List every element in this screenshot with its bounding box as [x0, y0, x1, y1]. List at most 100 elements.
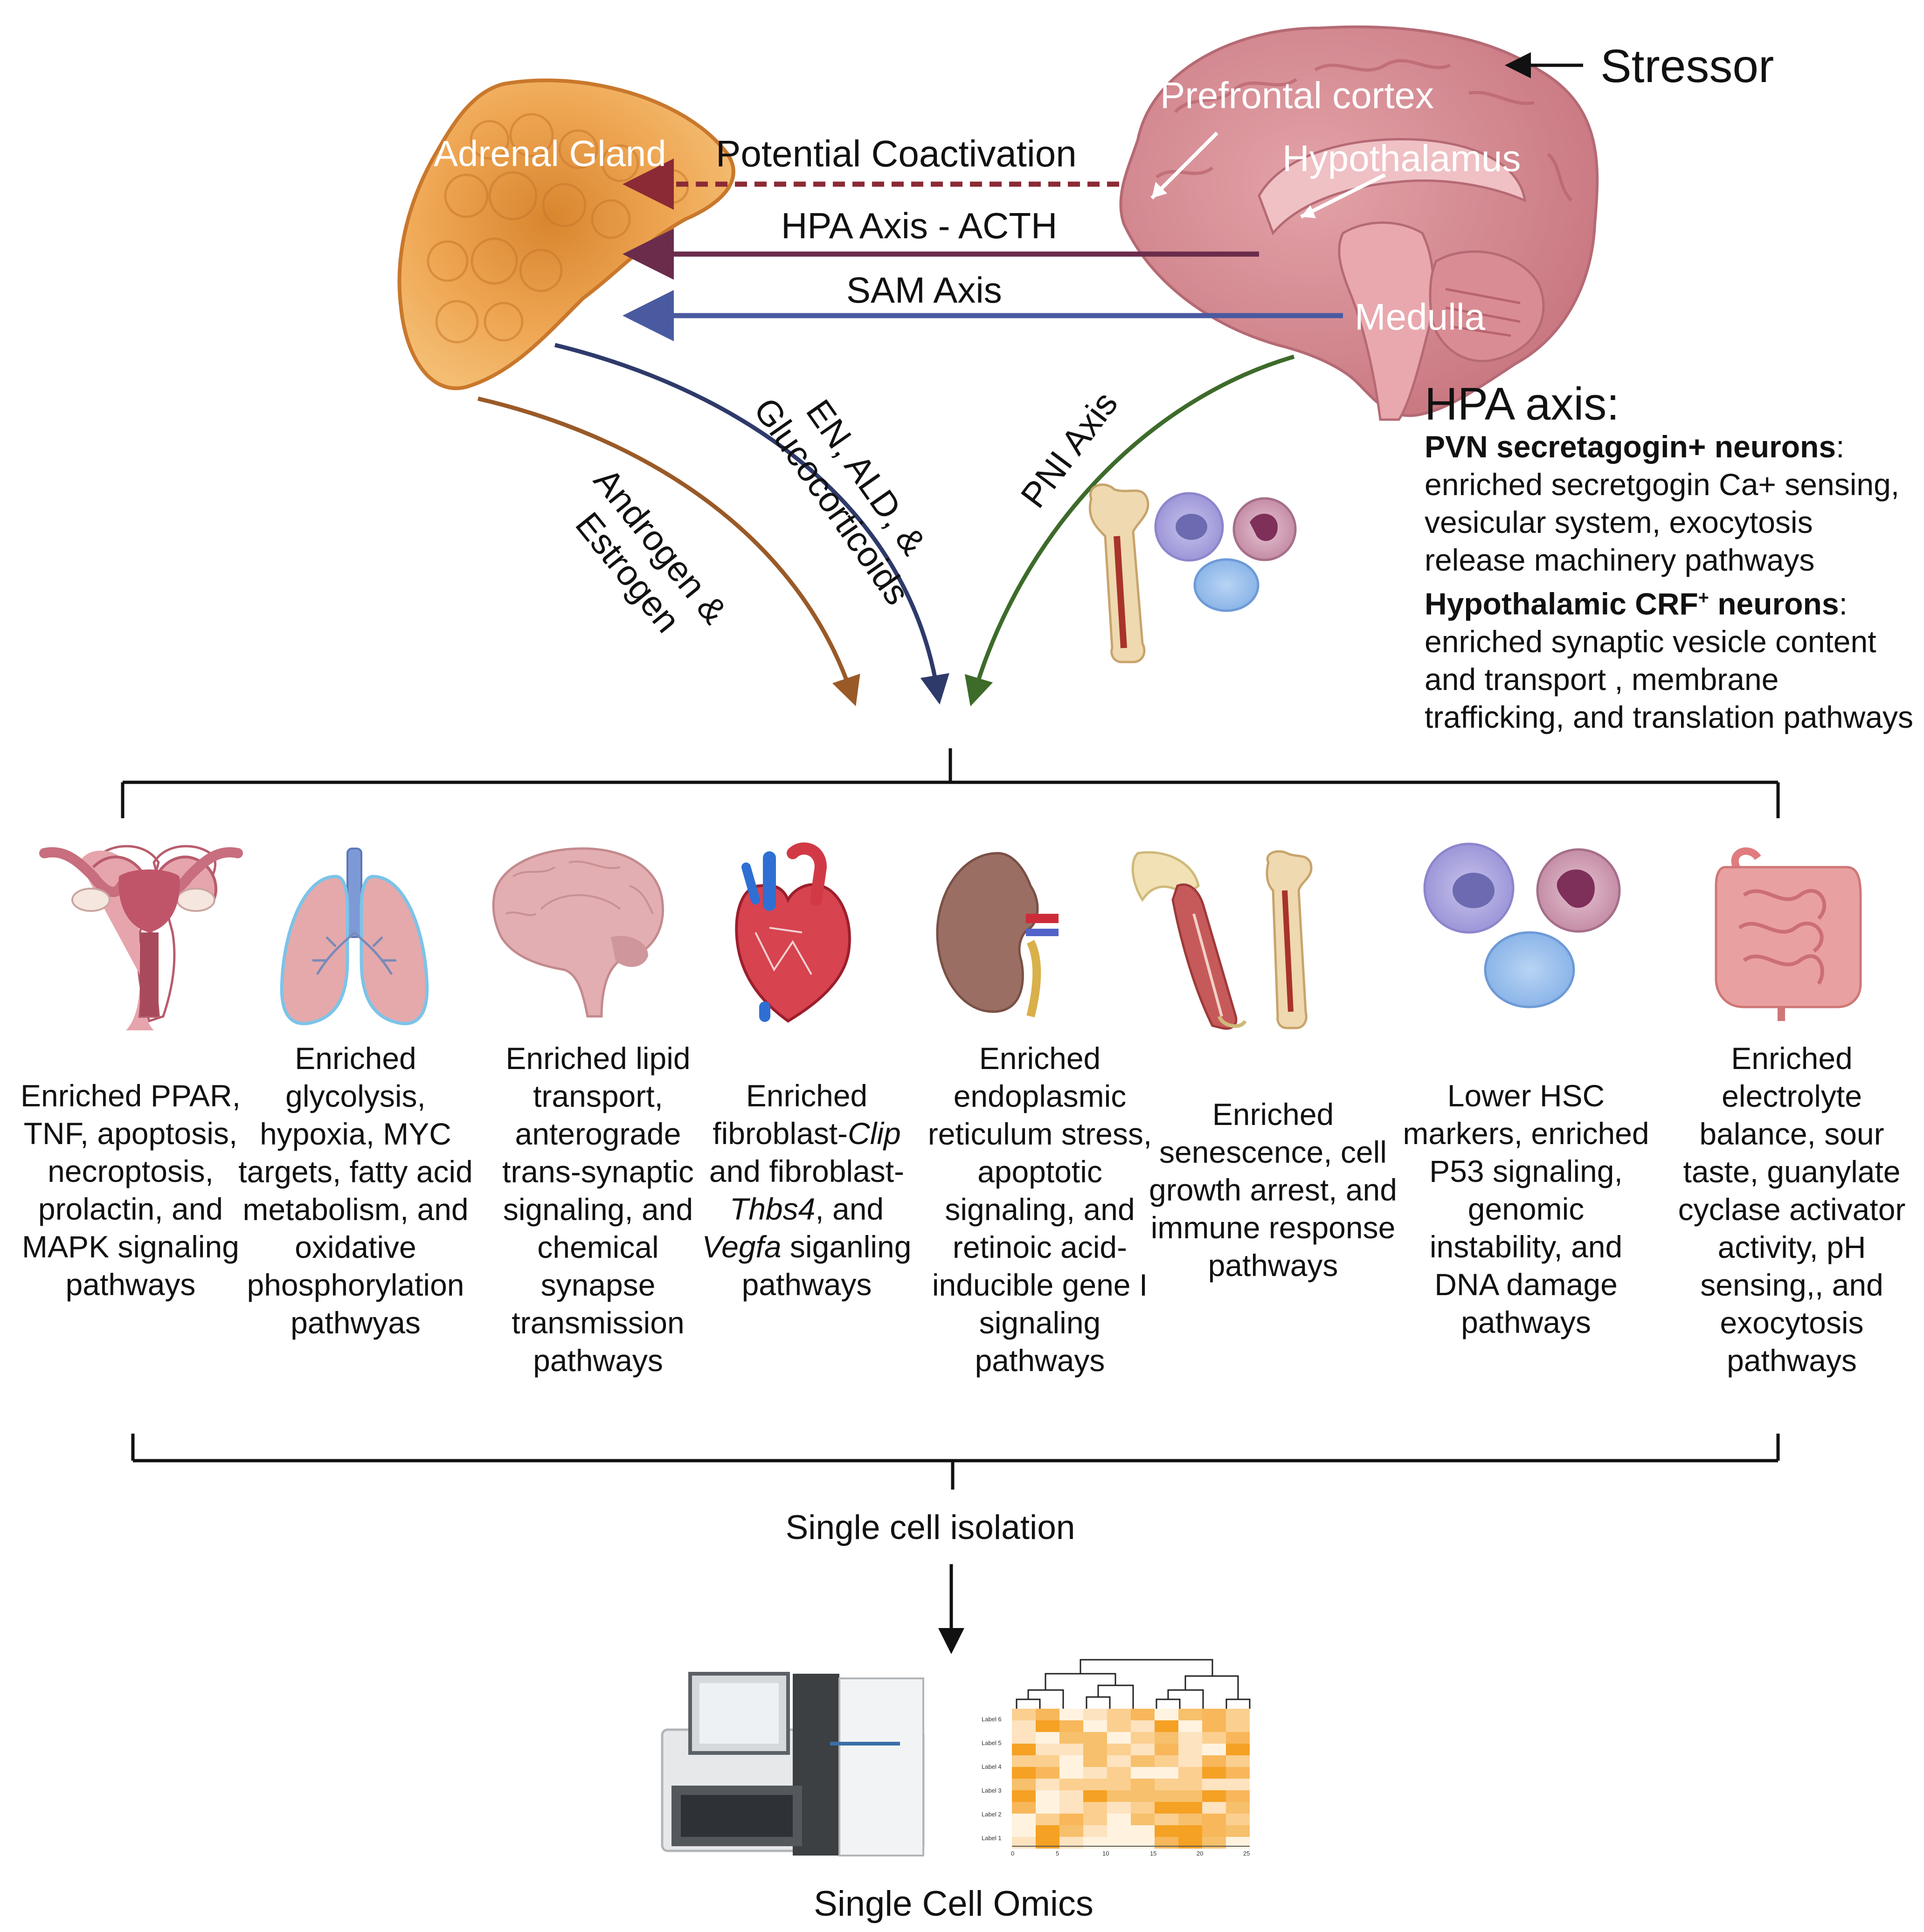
heatmap-cell	[1036, 1790, 1059, 1802]
heatmap-cell	[1202, 1779, 1226, 1790]
heatmap-cell	[1012, 1802, 1036, 1814]
heatmap-cell	[1131, 1709, 1155, 1720]
heatmap-cell	[1202, 1709, 1226, 1720]
heatmap-cell	[1083, 1744, 1107, 1755]
heatmap-cell	[1059, 1837, 1083, 1849]
sequencer-icon	[661, 1672, 925, 1856]
heatmap-cell	[1107, 1732, 1131, 1744]
stressor-label: Stressor	[1600, 40, 1774, 92]
heatmap-cell	[1202, 1732, 1226, 1744]
heatmap-cell	[1059, 1709, 1083, 1720]
heatmap-cell	[1226, 1709, 1250, 1720]
organ-description-muscle-bone: Enriched senescence, cell growth arrest,…	[1149, 1097, 1397, 1283]
pvn-text: enriched secretgogin Ca+ sensing, vesicu…	[1425, 467, 1900, 577]
organ-description-kidney: Enriched endoplasmic reticulum stress, a…	[927, 1041, 1152, 1378]
heatmap-cell	[1226, 1825, 1250, 1837]
heatmap-cell	[1036, 1837, 1059, 1849]
muscle-bone-icon	[1131, 850, 1313, 1030]
heatmap-cell	[1131, 1755, 1155, 1767]
heatmap-cell	[1107, 1767, 1131, 1779]
heatmap-cell	[1178, 1720, 1202, 1732]
heatmap-cell	[1107, 1720, 1131, 1732]
heatmap-cell	[1107, 1814, 1131, 1825]
heatmap-cell	[1178, 1814, 1202, 1825]
heatmap-cell	[1178, 1837, 1202, 1849]
heatmap-cell	[1131, 1814, 1155, 1825]
heatmap-cell	[1083, 1755, 1107, 1767]
top-bracket	[121, 748, 1780, 818]
heatmap-cell	[1083, 1767, 1107, 1779]
heatmap-cell	[1178, 1709, 1202, 1720]
heatmap-cell	[1131, 1779, 1155, 1790]
heatmap-cell	[1226, 1755, 1250, 1767]
heatmap-cell	[1155, 1755, 1178, 1767]
heatmap-cell	[1059, 1779, 1083, 1790]
heatmap-cell	[1202, 1825, 1226, 1837]
heatmap-cell	[1012, 1790, 1036, 1802]
heatmap-cell	[1226, 1767, 1250, 1779]
uterus-icon	[39, 845, 243, 1030]
heatmap-row-label: Label 3	[982, 1787, 1002, 1794]
heatmap-x-ticks: 0 5 10 15 20 25	[1011, 1850, 1250, 1857]
organ-description-brain: Enriched lipid transport, anterograde tr…	[502, 1041, 694, 1378]
heatmap-cell	[1107, 1755, 1131, 1767]
heatmap-cell	[1226, 1744, 1250, 1755]
heatmap-cell	[1083, 1802, 1107, 1814]
heatmap-grid	[1012, 1709, 1250, 1849]
heatmap-row-label: Label 4	[982, 1763, 1002, 1770]
heatmap-cell	[1036, 1779, 1059, 1790]
hpa-axis-title: HPA axis:	[1425, 378, 1619, 429]
prefrontal-cortex-label: Prefrontal cortex	[1160, 75, 1434, 116]
heatmap-cell	[1178, 1744, 1202, 1755]
heatmap-cell	[1202, 1837, 1226, 1849]
heatmap-cell	[1155, 1790, 1178, 1802]
organ-description-lungs: Enriched glycolysis, hypoxia, MYC target…	[238, 1041, 473, 1340]
medulla-label: Medulla	[1355, 296, 1486, 338]
hpa-axis-description: PVN secretagogin+ neurons: enriched secr…	[1425, 429, 1914, 734]
heatmap-cell	[1131, 1767, 1155, 1779]
single-cell-omics-label: Single Cell Omics	[814, 1884, 1093, 1924]
heatmap-cell	[1012, 1779, 1036, 1790]
heatmap-cell	[1155, 1814, 1178, 1825]
androgen-estrogen-arrow	[477, 396, 860, 706]
heatmap-cell	[1131, 1825, 1155, 1837]
heatmap-cell	[1012, 1744, 1036, 1755]
heatmap-cell	[1059, 1732, 1083, 1744]
heatmap-cell	[1155, 1732, 1178, 1744]
heatmap-cell	[1131, 1732, 1155, 1744]
heatmap-cell	[1107, 1779, 1131, 1790]
pvn-heading: PVN secretagogin+ neurons	[1425, 429, 1836, 464]
single-cell-isolation-label: Single cell isolation	[785, 1509, 1075, 1546]
heatmap-cell	[1107, 1744, 1131, 1755]
heatmap-cell	[1083, 1837, 1107, 1849]
crf-text: enriched synaptic vesicle content and tr…	[1425, 624, 1914, 734]
heatmap-cell	[1226, 1732, 1250, 1744]
heatmap-cell	[1202, 1790, 1226, 1802]
en-ald-glucocorticoids-arrow	[554, 343, 949, 705]
heatmap-cell	[1178, 1755, 1202, 1767]
heatmap-cell	[1036, 1732, 1059, 1744]
heatmap-row-label: Label 1	[982, 1835, 1002, 1842]
heatmap-cell	[1059, 1814, 1083, 1825]
heatmap-cell	[1202, 1767, 1226, 1779]
heatmap-cell	[1131, 1744, 1155, 1755]
heatmap-cell	[1012, 1814, 1036, 1825]
immune-cells-icon	[1154, 492, 1297, 612]
heatmap-cell	[1178, 1732, 1202, 1744]
heatmap-cell	[1083, 1779, 1107, 1790]
adrenal-gland-icon	[397, 78, 735, 390]
heatmap-cell	[1036, 1802, 1059, 1814]
heatmap-row-label: Label 6	[982, 1716, 1002, 1723]
heatmap-cell	[1107, 1790, 1131, 1802]
heatmap-cell	[1178, 1790, 1202, 1802]
heatmap-cell	[1178, 1767, 1202, 1779]
adrenal-gland-label: Adrenal Gland	[434, 133, 666, 174]
heatmap-cell	[1202, 1755, 1226, 1767]
heatmap-cell	[1226, 1779, 1250, 1790]
heatmap-cell	[1107, 1709, 1131, 1720]
heatmap-cell	[1178, 1802, 1202, 1814]
heatmap-row-label: Label 2	[982, 1811, 1002, 1818]
lungs-icon	[280, 848, 429, 1026]
heatmap-cell	[1012, 1720, 1036, 1732]
